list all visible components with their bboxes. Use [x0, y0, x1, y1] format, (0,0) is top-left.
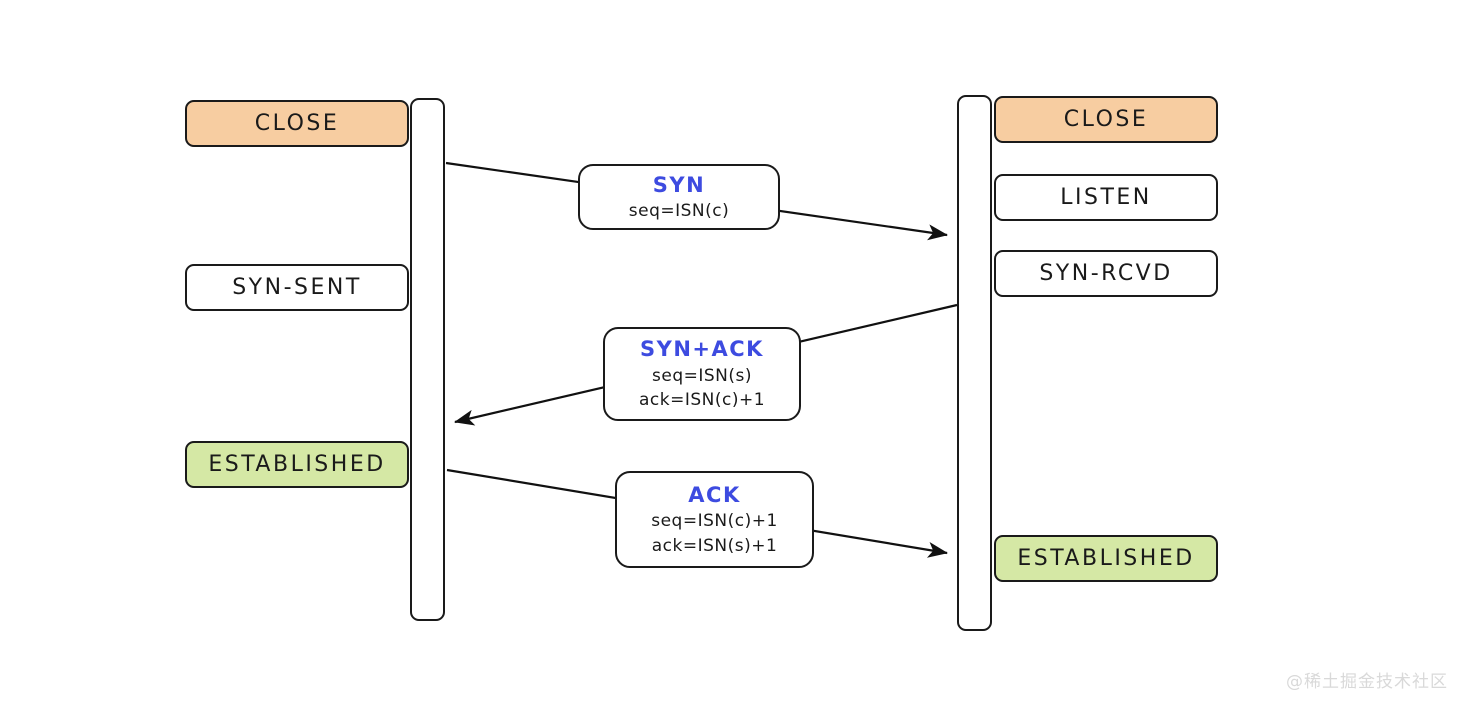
state-label: SYN-RCVD	[1039, 261, 1173, 286]
message-line: seq=ISN(s)	[652, 365, 752, 386]
server-state-listen: LISTEN	[994, 174, 1218, 221]
watermark: @稀土掘金技术社区	[1286, 672, 1448, 692]
state-label: LISTEN	[1060, 185, 1152, 210]
state-label: CLOSE	[254, 111, 340, 136]
message-line: ack=ISN(s)+1	[651, 535, 778, 556]
server-state-syn-rcvd: SYN-RCVD	[994, 250, 1218, 297]
state-label: CLOSE	[1063, 107, 1149, 132]
server-state-close: CLOSE	[994, 96, 1218, 143]
client-state-established: ESTABLISHED	[185, 441, 409, 488]
syn-ack-message-box: SYN+ACK seq=ISN(s) ack=ISN(c)+1	[603, 327, 801, 421]
state-label: SYN-SENT	[232, 275, 362, 300]
message-title: SYN	[652, 172, 706, 197]
client-lifeline	[410, 98, 445, 621]
state-label: ESTABLISHED	[1017, 546, 1195, 571]
message-title: SYN+ACK	[640, 337, 764, 362]
message-line: seq=ISN(c)	[628, 200, 730, 221]
ack-message-box: ACK seq=ISN(c)+1 ack=ISN(s)+1	[615, 471, 814, 568]
message-title: ACK	[688, 482, 741, 507]
message-line: ack=ISN(c)+1	[638, 390, 766, 411]
server-lifeline	[957, 95, 992, 631]
state-label: ESTABLISHED	[208, 452, 386, 477]
client-state-syn-sent: SYN-SENT	[185, 264, 409, 311]
message-line: seq=ISN(c)+1	[651, 511, 778, 532]
client-state-close: CLOSE	[185, 100, 409, 147]
server-state-established: ESTABLISHED	[994, 535, 1218, 582]
syn-message-box: SYN seq=ISN(c)	[578, 164, 780, 230]
